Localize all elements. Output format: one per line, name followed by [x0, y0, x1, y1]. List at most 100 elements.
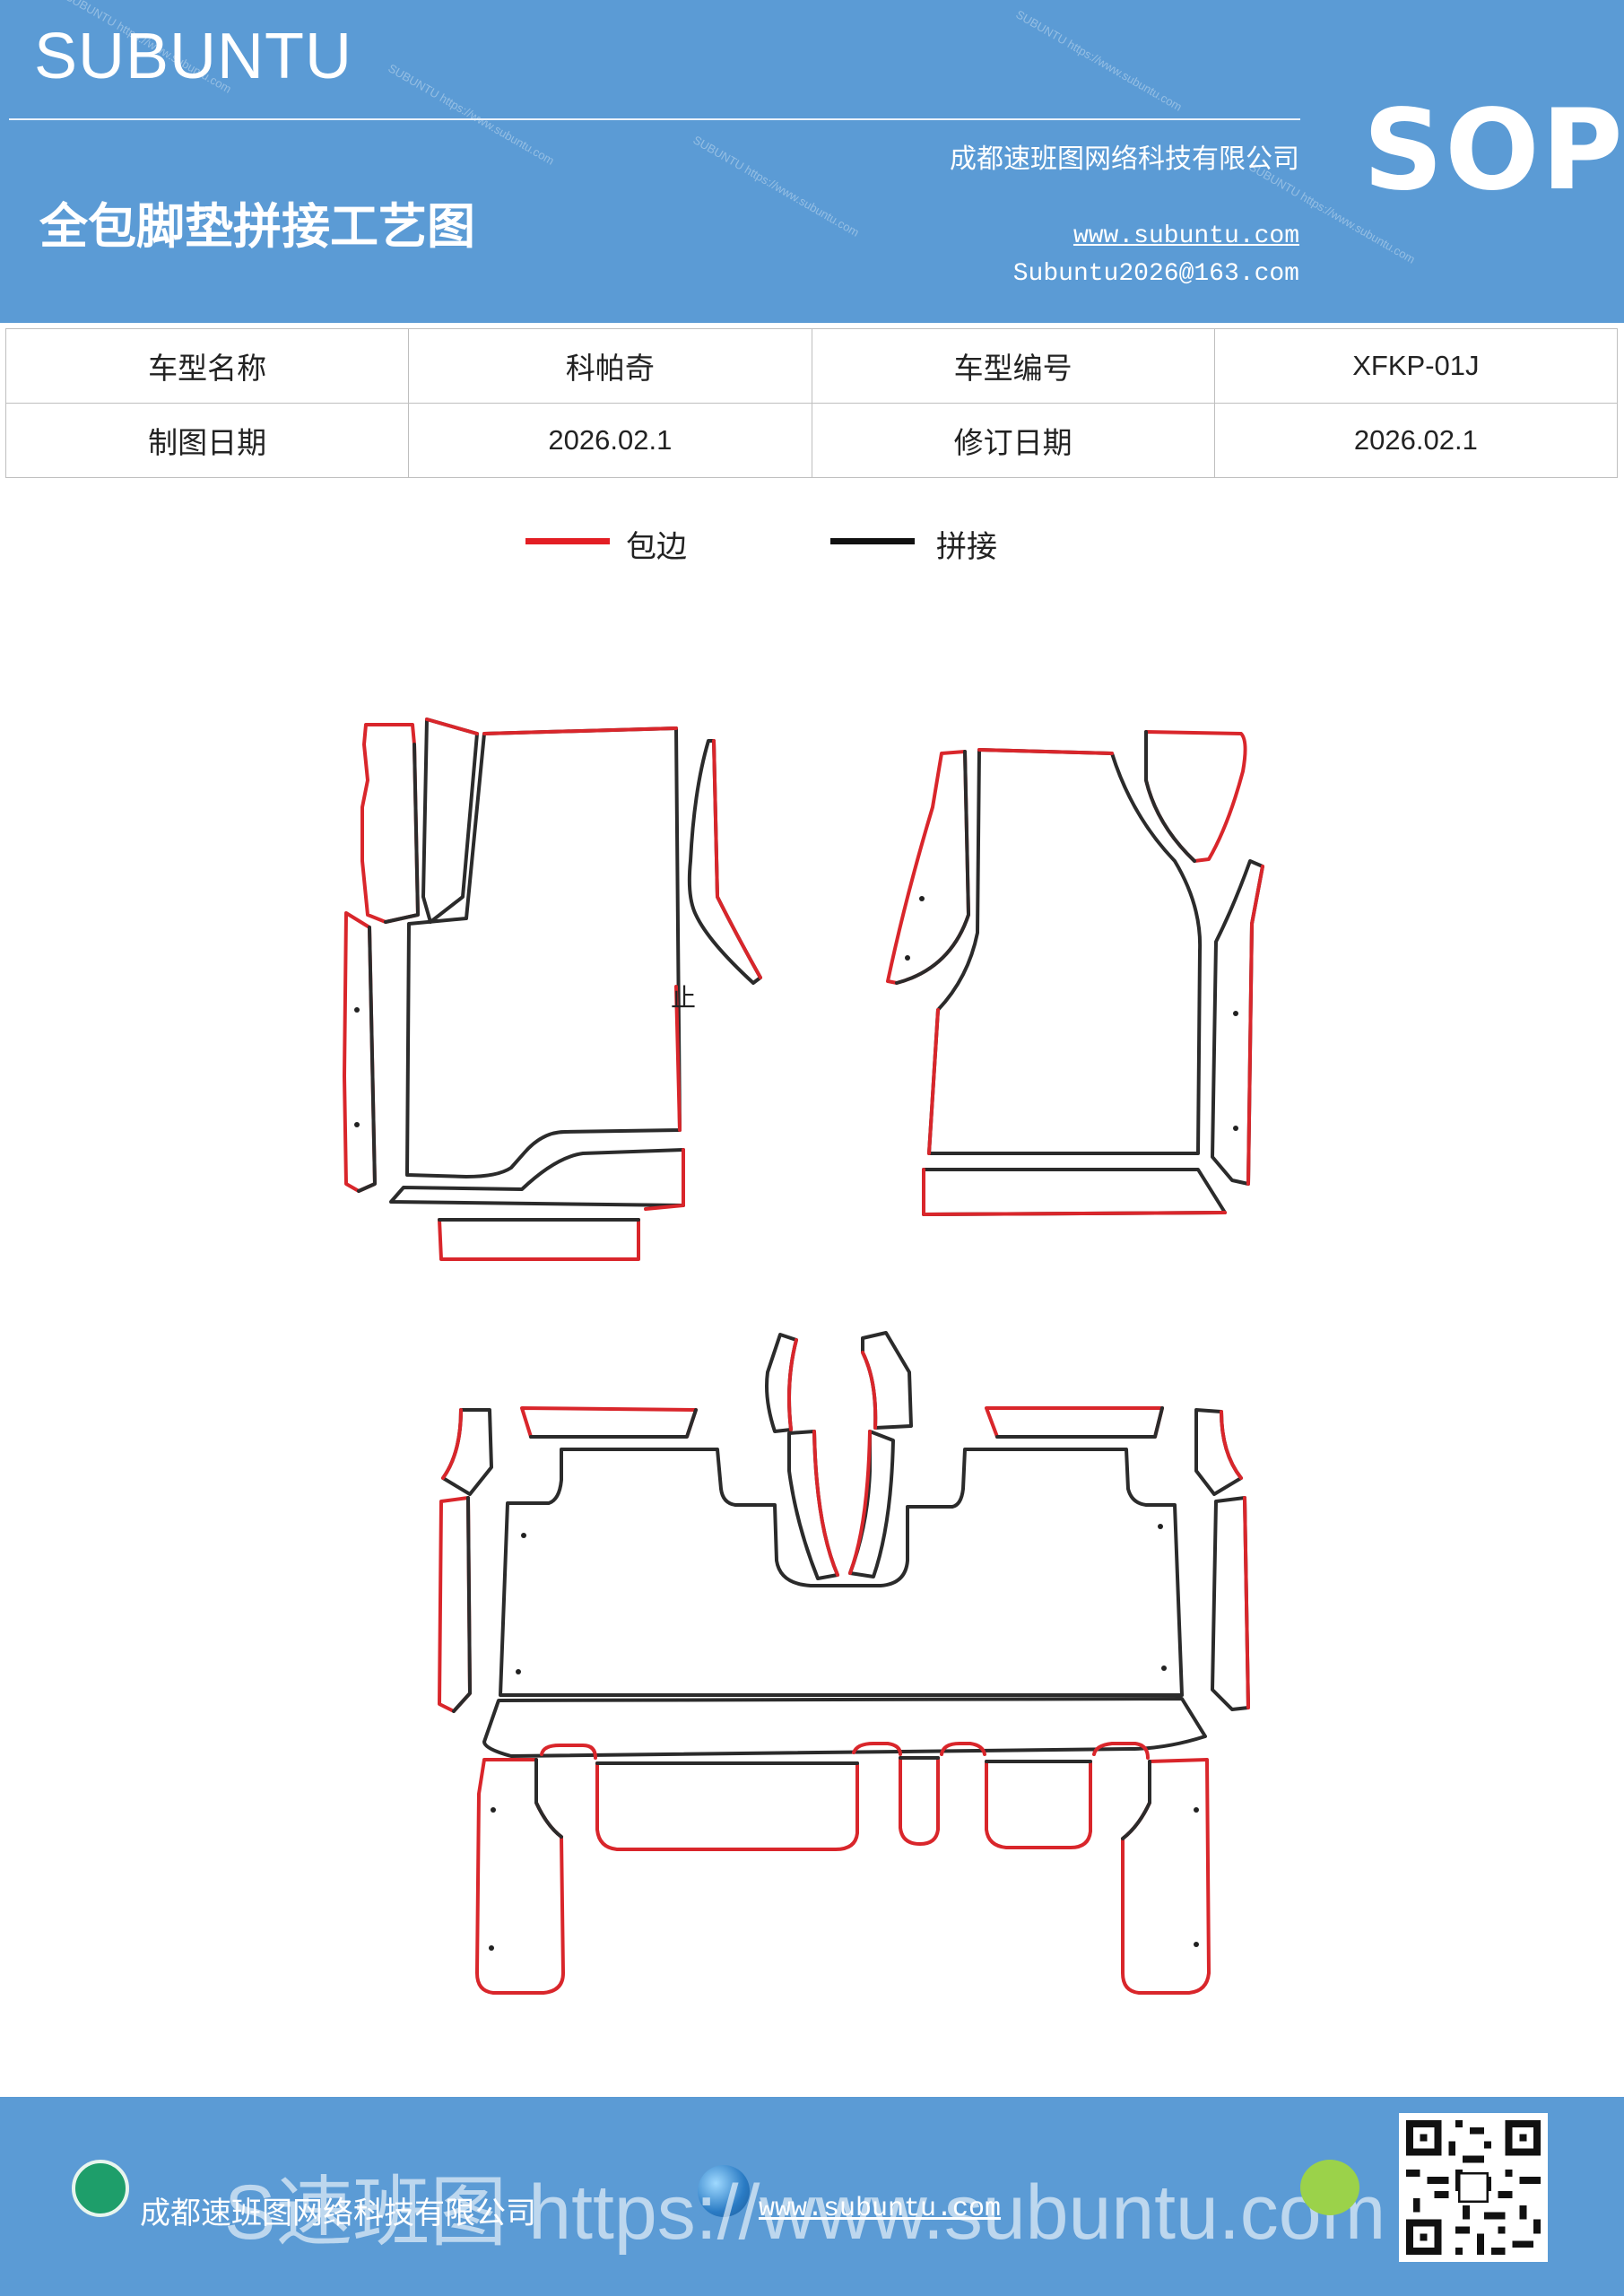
draw-date-label: 制图日期 [4, 403, 410, 478]
mat-piece-edge [674, 985, 682, 1132]
mat-piece-edge [360, 723, 420, 924]
footer-watermark-overlay: S速班图 https://www.subuntu.com [224, 2170, 1386, 2256]
mat-piece-edge [425, 718, 479, 735]
model-code-label: 车型编号 [811, 328, 1215, 404]
mat-piece-edge [812, 1430, 839, 1577]
mat-piece-edge [712, 739, 762, 979]
mat-piece-edge [438, 1218, 640, 1261]
mat-piece-edge [985, 1760, 1092, 1849]
mat-piece-edge [886, 750, 970, 985]
website-link[interactable]: www.subuntu.com [1073, 222, 1299, 250]
brand-name: SUBUNTU [34, 21, 353, 92]
mat-piece-seam [895, 750, 970, 985]
legend-label-seam: 拼接 [936, 529, 997, 565]
wechat-icon [1300, 2160, 1359, 2215]
mat-piece-edge [482, 726, 678, 735]
mat-piece-edge [852, 1742, 902, 1756]
model-name-value: 科帕奇 [408, 328, 812, 404]
mat-piece-edge [1220, 1410, 1243, 1480]
revise-date-label: 修订日期 [811, 403, 1215, 478]
qr-code-icon[interactable] [1399, 2113, 1548, 2262]
company-name: 成都速班图网络科技有限公司 [950, 144, 1299, 175]
contact-email[interactable]: Subuntu2026@163.com [1012, 260, 1299, 288]
mat-piece-seam [1194, 1408, 1243, 1496]
mat-piece-seam [927, 748, 1203, 1155]
mat-piece-edge [1092, 1742, 1150, 1760]
mat-piece-edge [540, 1744, 597, 1760]
footer-company-name: 成都速班图网络科技有限公司 [140, 2196, 536, 2231]
mat-piece-seam [482, 1697, 1207, 1758]
mat-piece-edge [520, 1406, 698, 1439]
snap-dot [1194, 1942, 1199, 1947]
mat-piece-seam [499, 1448, 1184, 1697]
mat-piece-seam [441, 1408, 493, 1496]
snap-dot [1161, 1665, 1167, 1671]
mat-piece-seam [1144, 730, 1196, 863]
mat-piece-seam [848, 1430, 895, 1578]
mat-piece-seam [534, 1758, 563, 1839]
page-title: 全包脚垫拼接工艺图 [39, 197, 475, 255]
mat-piece-edge [922, 1168, 1227, 1216]
snap-dot [919, 896, 925, 901]
mat-piece-edge [595, 1761, 859, 1851]
vehicle-info-table: 车型名称 科帕奇 车型编号 XFKP-01J 制图日期 2026.02.1 修订… [4, 328, 1619, 478]
globe-icon [698, 2165, 750, 2217]
footer-website-link[interactable]: www.subuntu.com [759, 2194, 1002, 2224]
rear-mat-group [438, 1331, 1250, 1995]
revise-date-value: 2026.02.1 [1213, 403, 1619, 478]
mat-piece-edge [475, 1758, 565, 1995]
mat-piece-seam [861, 1331, 913, 1430]
mat-piece-edge [977, 748, 1114, 755]
mat-piece-seam [765, 1333, 798, 1433]
mat-piece-edge [1246, 865, 1264, 1186]
header-banner: SUBUNTU https://www.subuntu.com SUBUNTU … [0, 0, 1624, 323]
model-name-label: 车型名称 [4, 328, 410, 404]
snap-dot [491, 1807, 496, 1813]
mat-piece-edge [1144, 730, 1247, 863]
mat-piece-edge [940, 1742, 986, 1756]
stop-mark: 止 [671, 983, 696, 1013]
mat-piece-edge [848, 1430, 872, 1575]
seam-line-swatch [830, 538, 915, 544]
mat-piece-edge [438, 1496, 472, 1713]
mat-piece-edge [861, 1351, 878, 1430]
mat-piece-seam [405, 726, 682, 1178]
footer-banner: 成都速班图网络科技有限公司 www.subuntu.com S速班图 https… [0, 2097, 1624, 2296]
mat-piece-seam [529, 1408, 698, 1439]
mat-piece-seam [389, 1148, 685, 1207]
mat-piece-edge [985, 1406, 1164, 1439]
mat-piece-seam [1211, 1496, 1250, 1711]
table-row: 制图日期 2026.02.1 修订日期 2026.02.1 [4, 403, 1619, 478]
mat-piece-seam [995, 1406, 1164, 1439]
model-code-value: XFKP-01J [1213, 328, 1619, 404]
snap-dot [1233, 1011, 1238, 1016]
front-right-mat-group [886, 730, 1264, 1216]
snap-dot [1158, 1524, 1163, 1529]
front-left-mat-group: 止 [343, 718, 762, 1261]
mat-piece-edge [441, 1408, 463, 1480]
table-row: 车型名称 科帕奇 车型编号 XFKP-01J [4, 328, 1619, 404]
legend: 包边 拼接 [0, 520, 1624, 574]
mat-piece-seam [687, 739, 762, 985]
mat-piece-seam [384, 743, 420, 924]
draw-date-value: 2026.02.1 [408, 403, 812, 478]
snap-dot [905, 955, 910, 961]
snap-dot [1194, 1807, 1199, 1813]
mat-piece-seam [452, 1496, 472, 1713]
mat-piece-edge [927, 1008, 940, 1155]
snap-dot [354, 1007, 360, 1013]
sop-badge: SOP [1363, 86, 1624, 215]
snap-dot [489, 1945, 494, 1951]
mat-piece-edge [1243, 1496, 1250, 1709]
building-icon [72, 2160, 129, 2217]
snap-dot [516, 1669, 521, 1674]
legend-label-edge: 包边 [626, 529, 687, 565]
mat-piece-seam [357, 926, 377, 1193]
mat-piece-edge [899, 1756, 940, 1846]
mat-piece-seam [922, 1168, 1227, 1216]
edge-line-swatch [525, 538, 610, 544]
mat-piece-edge [644, 1148, 685, 1211]
header-divider [9, 118, 1300, 120]
mat-piece-edge [787, 1338, 798, 1431]
